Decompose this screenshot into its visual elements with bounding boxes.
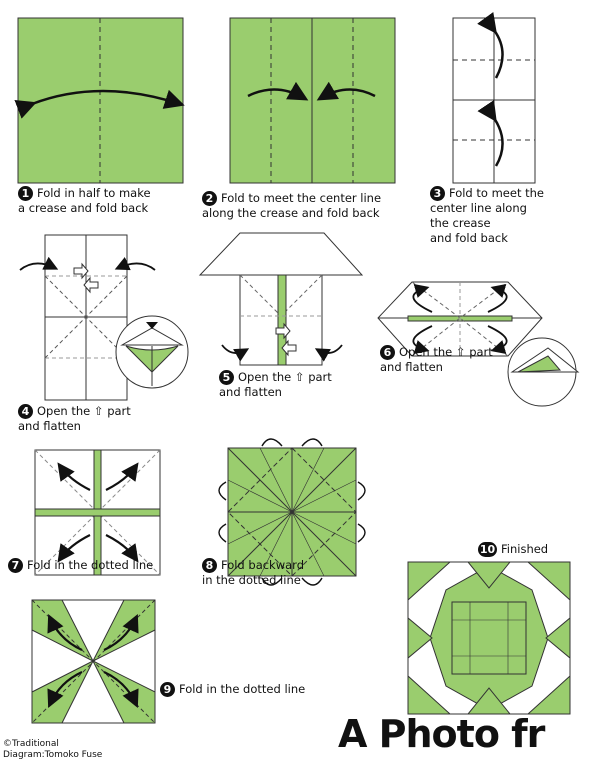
step4-figure [19,234,189,401]
step-text: Fold in half to make a crease and fold b… [18,186,151,215]
step3-figure [452,11,536,184]
step1-figure [14,17,185,184]
step-number: 2 [202,191,217,206]
step-number: 8 [202,558,217,573]
step-9-caption: 9 Fold in the dotted line [160,682,305,697]
step-number: 3 [430,186,445,201]
step-number: 4 [18,404,33,419]
step-text: Fold to meet the center line along the c… [430,186,544,245]
step-10-caption: 10 Finished [478,542,548,557]
step7-figure [34,449,161,576]
step-text: Finished [501,542,549,556]
step-number: 6 [380,345,395,360]
step2-figure [229,17,396,184]
step5-figure [198,232,364,366]
step-text: Fold to meet the center line along the c… [202,191,382,220]
step-text: Fold backward in the dotted line [202,558,304,587]
page-title: A Photo fr [338,712,545,756]
step-number: 10 [478,542,497,557]
step-text: Fold in the dotted line [27,558,154,572]
step9-figure [31,599,156,724]
step-number: 5 [219,370,234,385]
step-text: Open the ⇧ part and flatten [380,345,493,374]
step-text: Open the ⇧ part and flatten [219,370,332,399]
step-7-caption: 7 Fold in the dotted line [8,558,153,573]
step-number: 1 [18,186,33,201]
step10-figure [407,561,571,715]
step-number: 7 [8,558,23,573]
step6-figure [377,281,580,407]
step-text: Open the ⇧ part and flatten [18,404,131,433]
step8-figure [218,438,366,586]
step-number: 9 [160,682,175,697]
step-text: Fold in the dotted line [179,682,306,696]
credit-text: ©Traditional Diagram:Tomoko Fuse [3,739,103,760]
